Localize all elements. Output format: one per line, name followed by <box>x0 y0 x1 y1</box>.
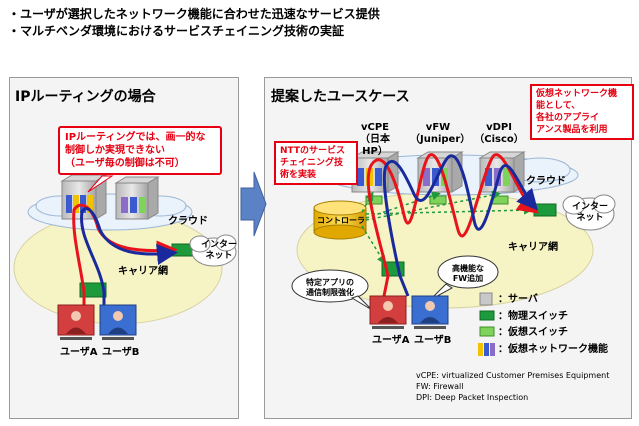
left-internet-label: インター ネット <box>201 240 237 262</box>
bubble-a-line-2: 通信制限強化 <box>306 288 354 297</box>
bullet-2: ・マルチベンダ環境におけるサービスチェイニング技術の実証 <box>8 24 345 38</box>
bubble-a-shape <box>291 269 373 311</box>
abbreviations: vCPE: virtualized Customer Premises Equi… <box>416 370 609 403</box>
vendor-callout: 仮想ネットワーク機 能として、 各社のアプライ アンス製品を利用 <box>530 84 634 140</box>
left-carrier-label: キャリア網 <box>118 266 168 277</box>
right-internet-cloud <box>562 194 616 231</box>
legend-server: ：サーバ <box>498 294 538 305</box>
vendor-callout-line-4: アンス製品を利用 <box>536 125 608 135</box>
legend-icons <box>478 292 495 356</box>
right-user-b-label: ユーザB <box>414 335 452 346</box>
left-red-path <box>72 203 178 306</box>
right-physical-switch-top <box>533 203 557 217</box>
left-callout-line-3: （ユーザ毎の制御は不可） <box>65 158 185 169</box>
legend-vnf-icon-3 <box>490 343 495 356</box>
left-callout: IPルーティングでは、画一的な 制御しか実現できない （ユーザ毎の制御は不可） <box>58 126 222 175</box>
left-blue-path <box>80 207 178 306</box>
right-carrier-label: キャリア網 <box>508 242 558 253</box>
right-panel-title: 提案したユースケース <box>271 89 410 105</box>
bubble-a-text: 特定アプリの 通信制限強化 <box>296 278 364 298</box>
ntt-callout-line-3: 術を実装 <box>280 170 317 180</box>
left-internet-line-1: インター <box>201 240 238 250</box>
left-cloud-label: クラウド <box>168 216 208 227</box>
left-callout-line-1: IPルーティングでは、画一的な <box>65 132 206 143</box>
left-user-a-avatar <box>57 304 95 340</box>
left-user-b-avatar <box>99 304 137 340</box>
right-blue-path <box>382 154 538 297</box>
left-internet-line-2: ネット <box>205 251 233 261</box>
vcpe-label-line-1: vCPE <box>360 122 390 133</box>
right-internet-label: インター ネット <box>572 202 608 224</box>
right-user-b-avatar <box>411 295 449 329</box>
legend-virtual-switch-icon <box>479 326 495 337</box>
vendor-callout-line-1: 仮想ネットワーク機 <box>536 89 618 99</box>
bubble-b-line-2: FW追加 <box>452 274 484 283</box>
left-panel-title: IPルーティングの場合 <box>15 89 156 105</box>
ntt-callout-line-1: NTTのサービス <box>280 146 346 156</box>
vcpe-label-line-2: （日本HP） <box>360 134 390 157</box>
legend: ：サーバ ：物理スイッチ ：仮想スイッチ ：仮想ネットワーク機能 <box>498 292 608 358</box>
left-physical-switch-bottom <box>79 282 107 298</box>
ntt-callout-line-2: チェイニング技 <box>280 158 344 168</box>
left-user-a-label: ユーザA <box>60 347 98 358</box>
vfw-server <box>416 151 464 193</box>
bullet-1: ・ユーザが選択したネットワーク機能に合わせた迅速なサービス提供 <box>8 7 380 21</box>
right-user-a-avatar <box>369 295 407 329</box>
right-internet-line-2: ネット <box>576 213 604 223</box>
legend-vnf-icon-1 <box>478 343 483 356</box>
right-user-a-label: ユーザA <box>372 335 410 346</box>
abbreviation-fw: FW: Firewall <box>416 382 464 391</box>
right-cloud-label: クラウド <box>526 176 566 187</box>
vdpi-label-line-2: （Cisco） <box>474 134 524 145</box>
vfw-label: vFW （Juniper） <box>410 122 471 146</box>
legend-physical-switch-icon <box>479 310 495 321</box>
abbreviation-dpi: DPI: Deep Packet Inspection <box>416 393 529 402</box>
legend-physical-switch: ：物理スイッチ <box>498 310 568 322</box>
abbreviation-vcpe: vCPE: virtualized Customer Premises Equi… <box>416 371 610 380</box>
right-virtual-switch-2 <box>429 195 447 205</box>
vfw-label-line-2: （Juniper） <box>410 134 471 145</box>
ntt-callout: NTTのサービス チェイニング技 術を実装 <box>274 141 358 185</box>
vcpe-label: vCPE （日本HP） <box>350 122 400 158</box>
left-internet-cloud <box>189 234 237 267</box>
bubble-b-text: 高機能な FW追加 <box>442 264 494 284</box>
legend-virtual-switch: ：仮想スイッチ <box>498 327 568 338</box>
vendor-callout-line-3: 各社のアプライ <box>536 113 600 123</box>
transition-arrow <box>240 171 267 237</box>
left-server-2 <box>114 176 160 220</box>
right-red-path <box>366 153 539 297</box>
legend-server-icon <box>479 292 493 306</box>
legend-vnf-icon-2 <box>484 343 489 356</box>
vendor-callout-line-2: 能として、 <box>536 101 581 111</box>
bubble-a-line-1: 特定アプリの <box>306 278 354 287</box>
header-bullets: ・ユーザが選択したネットワーク機能に合わせた迅速なサービス提供 ・マルチベンダ環… <box>8 6 608 40</box>
bubble-b-line-1: 高機能な <box>452 264 484 273</box>
controller-cylinder <box>313 200 367 240</box>
vdpi-label: vDPI （Cisco） <box>474 122 524 146</box>
controller-label: コントローラ <box>317 216 365 225</box>
vdpi-label-line-1: vDPI <box>486 122 512 133</box>
left-user-b-label: ユーザB <box>102 347 140 358</box>
left-callout-pointer <box>87 175 114 193</box>
legend-vnf: ：仮想ネットワーク機能 <box>498 343 608 355</box>
left-callout-line-2: 制御しか実現できない <box>65 145 165 156</box>
vfw-label-line-1: vFW <box>425 122 451 133</box>
right-internet-line-1: インター <box>572 202 609 212</box>
